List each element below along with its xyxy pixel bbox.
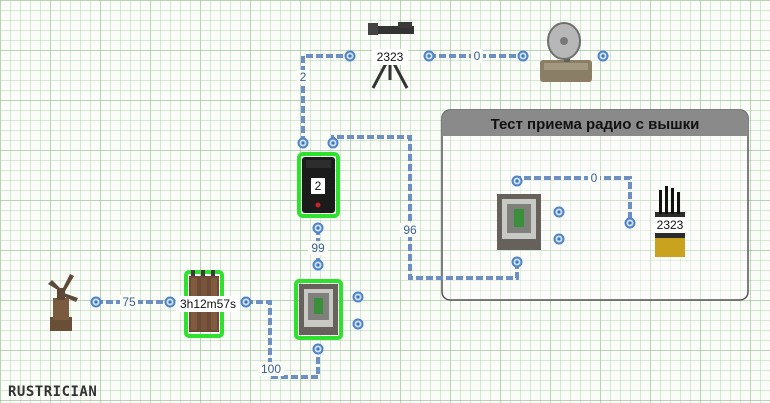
switch-value-label: 2 [315,179,322,193]
group-box[interactable]: Тест приема радио с вышки [441,109,749,301]
port-dish-in[interactable] [517,50,529,62]
node-switch[interactable]: 2 [297,152,340,218]
port-group-receiver-out[interactable] [511,175,523,187]
node-receiver-main[interactable] [294,279,343,340]
wire-switch-turret[interactable] [301,54,350,143]
port-dish-out[interactable] [597,50,609,62]
port-group-receiver-side-2[interactable] [553,233,565,245]
battery-charge-label: 3h12m57s [180,297,236,311]
group-header[interactable] [442,110,748,136]
port-turret-out[interactable] [423,50,435,62]
port-battery-in[interactable] [164,296,176,308]
port-receiver-side-2[interactable] [352,318,364,330]
node-receiver-group[interactable] [497,194,541,250]
port-windmill-out[interactable] [90,296,102,308]
logo-text: RUSTRICIAN [8,384,97,400]
windmill-icon [48,274,78,331]
wire-label-receiver-switch: 99 [311,241,325,255]
wire-label-turret-dish: 0 [474,49,481,63]
node-broadcaster[interactable]: 2323 [652,186,688,257]
rf-receiver-icon [497,194,541,250]
port-turret-in[interactable] [344,50,356,62]
satellite-dish-icon [540,22,592,82]
port-switch-in[interactable] [312,222,324,234]
port-group-receiver-in[interactable] [511,256,523,268]
turret-label: 2323 [377,50,404,64]
port-broadcaster-in[interactable] [624,217,636,229]
ports [90,50,636,355]
port-receiver-out-top[interactable] [312,259,324,271]
wire-label-switch-group-receiver: 96 [403,223,417,237]
node-battery[interactable]: 3h12m57s [176,270,240,338]
port-receiver-in[interactable] [312,343,324,355]
rf-receiver-icon [294,279,343,340]
wire-label-windmill-battery: 75 [122,295,136,309]
node-windmill[interactable] [48,274,78,331]
wire-label-switch-turret: 2 [300,70,307,84]
group-frame [441,109,749,301]
node-turret[interactable]: 2323 [368,22,414,89]
node-dish[interactable] [540,22,592,82]
rustrician-logo: RUSTRICIAN [8,384,97,400]
group-title: Тест приема радио с вышки [491,116,700,133]
wire-labels: 75 100 99 2 0 96 0 [120,49,600,376]
broadcaster-label: 2323 [657,218,684,232]
port-switch-out-1[interactable] [297,137,309,149]
wire-battery-receiver[interactable] [246,300,320,379]
wire-label-battery-receiver: 100 [261,362,281,376]
port-battery-out[interactable] [240,296,252,308]
port-switch-out-2[interactable] [327,137,339,149]
port-group-receiver-side-1[interactable] [553,206,565,218]
wire-label-group-receiver-broadcaster: 0 [591,171,598,185]
port-receiver-side-1[interactable] [352,291,364,303]
